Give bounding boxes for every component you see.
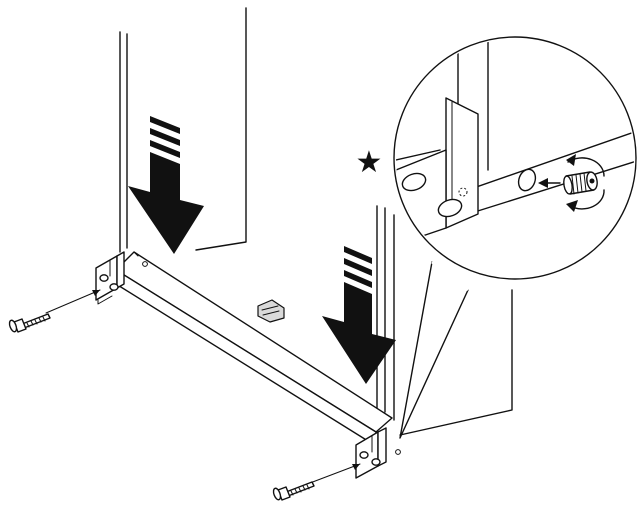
adjustment-nut-icon xyxy=(563,171,598,195)
press-down-arrow-right xyxy=(322,246,396,384)
left-side-panel xyxy=(119,7,247,253)
right-bracket xyxy=(355,427,401,479)
right-screw xyxy=(272,463,361,501)
left-screw xyxy=(8,289,101,333)
rotate-arrows-icon xyxy=(566,154,605,212)
cross-bar xyxy=(115,251,393,447)
left-bracket xyxy=(95,251,125,305)
rear-clip xyxy=(257,299,285,323)
callout-pointer xyxy=(399,260,469,439)
detail-magnifier xyxy=(393,36,637,280)
right-side-panel xyxy=(376,205,513,436)
press-down-arrow-left xyxy=(128,116,204,254)
star-callout-marker: ★ xyxy=(355,145,383,180)
